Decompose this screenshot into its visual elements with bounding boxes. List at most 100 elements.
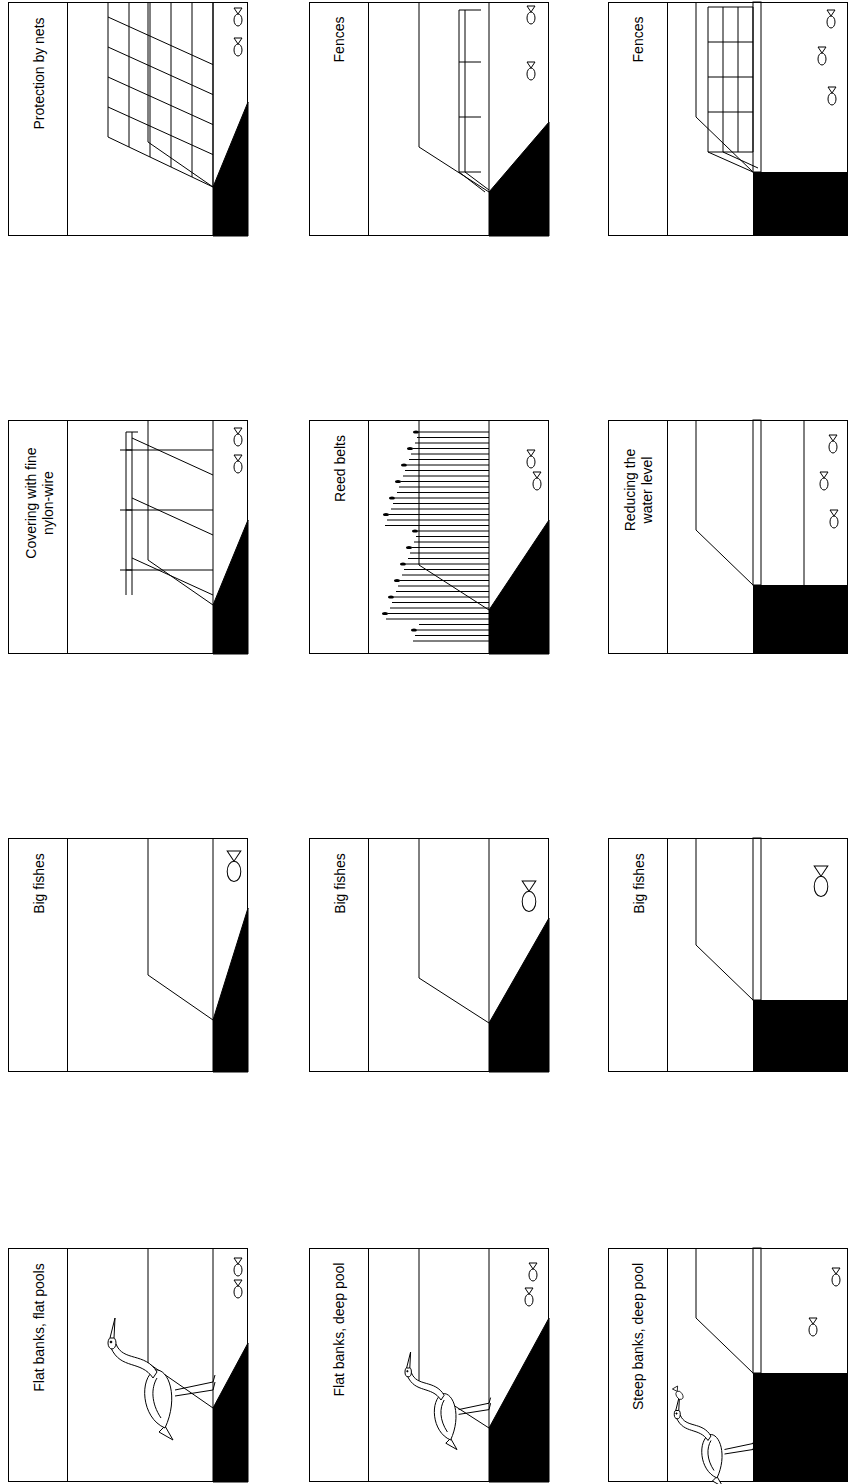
fence-post	[708, 42, 753, 43]
far-bank-edge	[696, 2, 753, 172]
fence-post	[708, 152, 753, 153]
fence-rail	[459, 10, 465, 172]
wire-post	[120, 510, 213, 511]
heron-eye	[407, 1370, 408, 1371]
heron	[672, 1386, 754, 1484]
reed-stalk	[404, 569, 489, 570]
reed-stalk	[394, 597, 489, 598]
reed-head	[395, 480, 401, 483]
fence-foot	[708, 152, 758, 172]
panel-title: Reducing the water level	[622, 435, 656, 545]
heron	[108, 1318, 215, 1440]
fish-body	[829, 441, 837, 453]
fish-body	[814, 876, 828, 896]
reed-head	[382, 612, 388, 615]
fish-body	[227, 861, 241, 881]
reed-stalk	[417, 630, 489, 631]
fish-body	[234, 461, 242, 473]
reed-head	[383, 513, 389, 516]
fish	[533, 472, 541, 490]
reed-stalk	[419, 624, 489, 625]
fish	[527, 450, 535, 468]
reed-stalk	[407, 465, 489, 466]
fish-tail	[818, 47, 826, 53]
fence-post	[459, 62, 481, 63]
heron-head	[674, 1410, 680, 1419]
fence-rail	[708, 7, 709, 152]
fish-body	[818, 53, 826, 65]
fish	[234, 1258, 242, 1276]
reed-stalk	[409, 459, 489, 460]
fish-tail	[809, 1318, 817, 1324]
panel-title: Flat banks, deep pool	[332, 1263, 349, 1397]
fish-body	[522, 891, 536, 911]
fish-tail	[227, 851, 241, 861]
reed-stalk	[408, 558, 489, 559]
protection-net	[108, 2, 213, 187]
reed-stalk	[415, 443, 489, 444]
reed-stalk	[397, 492, 489, 493]
reed-head	[407, 447, 413, 450]
heron	[405, 1352, 491, 1450]
fish-body	[529, 1269, 537, 1281]
fish	[227, 851, 241, 882]
panel-title: Steep banks, deep pool	[631, 1263, 648, 1410]
fish-body	[820, 478, 828, 490]
wire-post	[120, 450, 213, 451]
fish	[818, 47, 826, 65]
panel-title: Fences	[630, 17, 647, 63]
reed-belt	[382, 430, 489, 641]
reed-stalk	[398, 586, 489, 587]
fish	[829, 435, 837, 453]
net-line	[171, 2, 172, 167]
heron-eye	[676, 1413, 677, 1414]
heron-neck	[677, 1415, 712, 1441]
reed-stalk	[411, 454, 489, 455]
fish-body	[827, 16, 835, 28]
reed-head	[413, 430, 419, 433]
fish-tail	[234, 38, 242, 44]
panel-frame	[609, 1249, 848, 1482]
reed-head	[394, 579, 400, 582]
fish-tail	[820, 472, 828, 478]
net-line	[129, 2, 130, 147]
reed-head	[406, 546, 412, 549]
reed-stalk	[388, 613, 489, 614]
fish-body	[527, 68, 535, 80]
far-bank-edge	[696, 420, 753, 585]
fish	[234, 8, 242, 26]
reed-stalk	[390, 608, 489, 609]
reed-stalk	[402, 575, 489, 576]
bank-ground	[489, 520, 549, 654]
panel-frame	[609, 3, 848, 236]
heron-beak	[407, 1352, 411, 1368]
reed-stalk	[403, 476, 489, 477]
panel-title: Fences	[331, 17, 348, 63]
panel-label: Flat banks, deep pool	[309, 1248, 369, 1482]
fish	[672, 1386, 684, 1401]
fish-tail	[522, 881, 536, 891]
panel-title: Big fishes	[631, 853, 648, 914]
pool-wall-edge	[753, 838, 761, 1000]
fish-body	[832, 1274, 840, 1286]
net-line	[108, 107, 213, 155]
wire-line	[132, 438, 213, 475]
fish-tail	[234, 1258, 242, 1264]
fish-body	[234, 44, 242, 56]
bank-ground	[489, 918, 549, 1072]
panel-label: Fences	[309, 2, 369, 236]
reed-stalk	[412, 547, 489, 548]
panel	[310, 838, 550, 1072]
panel-label: Fences	[608, 2, 668, 236]
panel-label: Covering with fine nylon-wire	[8, 420, 68, 654]
panel	[609, 420, 849, 654]
bank-ground	[489, 122, 549, 236]
panel-label: Flat banks, flat pools	[8, 1248, 68, 1482]
fence-post	[708, 77, 753, 78]
heron-tail	[446, 1438, 457, 1449]
fish-tail	[672, 1386, 679, 1393]
panel-label: Big fishes	[309, 838, 369, 1072]
fish-tail	[828, 87, 836, 93]
fence	[459, 10, 489, 192]
